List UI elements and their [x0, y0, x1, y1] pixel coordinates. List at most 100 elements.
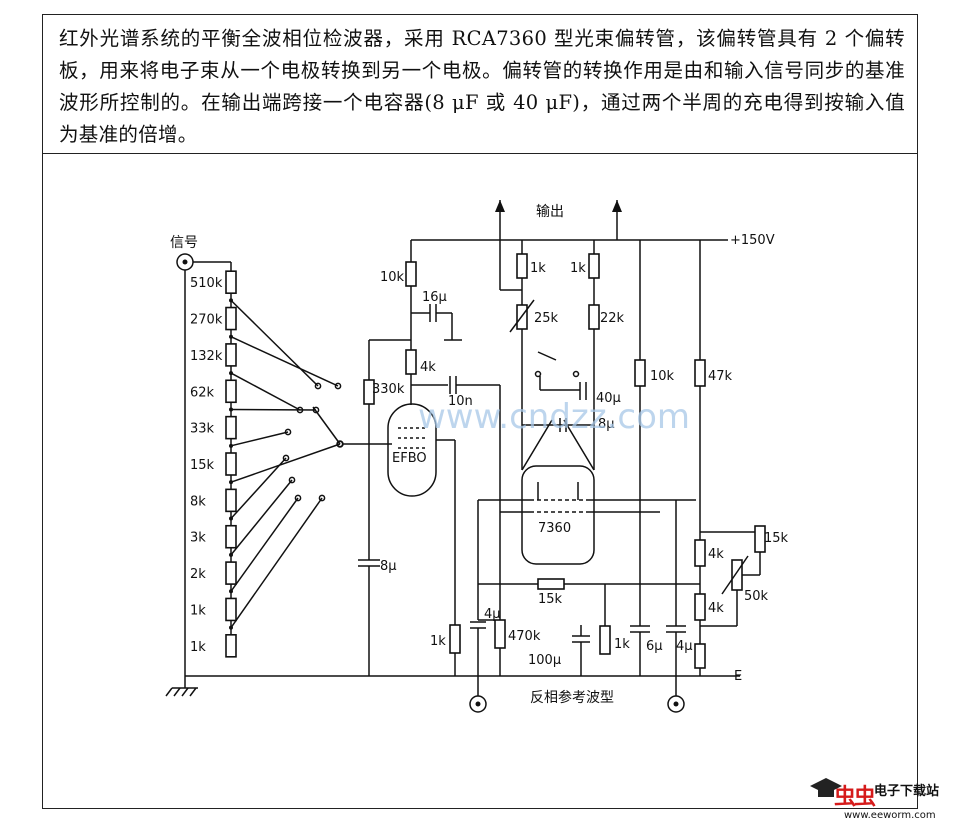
svg-text:10k: 10k: [650, 369, 675, 384]
ladder-node-4: [229, 407, 233, 412]
graduation-cap-icon: [810, 778, 842, 797]
svg-text:4μ: 4μ: [676, 639, 693, 654]
svg-text:8μ: 8μ: [598, 417, 615, 432]
resistor-15k-mid: [537, 578, 565, 590]
ladder-label-8: 3k: [190, 531, 206, 546]
resistor-4k-a: [694, 539, 706, 567]
ladder-node-1: [229, 298, 233, 303]
logo-brand: 虫虫: [834, 785, 876, 810]
ladder-resistor-1: [225, 270, 237, 294]
switch-contact-8: [288, 476, 296, 484]
signal-input-jack-pin: [182, 259, 188, 265]
input-ladder: 510k 270k 132k 62k 33k 15k 8k 3k 2k 1k 1k 信号: [165, 235, 740, 697]
svg-text:47k: 47k: [708, 369, 733, 384]
ref-wave-label: 反相参考波型: [530, 689, 614, 706]
ladder-node-5: [229, 443, 233, 448]
logo-site-name: 电子下载站: [874, 784, 940, 799]
watermark: www.cndzz.com: [418, 397, 690, 437]
ladder-node-3: [229, 371, 233, 376]
pot-50k: [731, 559, 743, 591]
ladder-resistor-6: [225, 452, 237, 476]
svg-text:1k: 1k: [570, 261, 586, 276]
ladder-label-9: 2k: [190, 567, 206, 582]
resistor-47k: [694, 359, 706, 387]
ladder-tap-7: [230, 457, 287, 520]
ladder-label-2: 270k: [190, 313, 223, 328]
switch-contact-2: [334, 382, 342, 390]
ladder-label-4: 62k: [190, 385, 215, 400]
svg-text:6μ: 6μ: [646, 639, 663, 654]
range-switch: [282, 382, 392, 502]
svg-text:1k: 1k: [430, 634, 446, 649]
tube-7360-label: 7360: [538, 521, 571, 536]
switch-contact-10: [318, 494, 326, 502]
supply-label: +150V: [730, 233, 775, 248]
switch-contact-3: [296, 406, 304, 414]
ladder-label-6: 15k: [190, 458, 215, 473]
svg-text:4μ: 4μ: [484, 607, 501, 622]
tube-7360-stage: 输出 +150V 1k 25k 1k 22k 40μ 8μ: [469, 200, 789, 713]
ladder-resistor-7: [225, 488, 237, 513]
ladder-tap-6: [230, 443, 341, 483]
description-box: 红外光谱系统的平衡全波相位检波器，采用 RCA7360 型光束偏转管，该偏转管具…: [42, 14, 918, 154]
svg-text:4k: 4k: [708, 547, 724, 562]
tube-efbo: [387, 403, 437, 497]
resistor-22k: [588, 304, 600, 330]
ladder-tap-5: [230, 431, 289, 447]
svg-text:1k: 1k: [530, 261, 546, 276]
ladder-tap-8: [230, 479, 293, 556]
signal-label: 信号: [170, 235, 198, 251]
svg-text:50k: 50k: [744, 589, 769, 604]
ladder-label-3: 132k: [190, 349, 223, 364]
switch-contact-5: [284, 428, 292, 436]
switch-arm: [312, 406, 341, 445]
svg-text:22k: 22k: [600, 311, 625, 326]
logo-url: www.eeworm.com: [844, 810, 936, 821]
ladder-resistor-10: [225, 597, 237, 622]
ground-e-label: E: [734, 669, 742, 684]
ladder-tap-1: [230, 299, 319, 387]
tube-efbo-label: EFBO: [392, 451, 427, 466]
resistor-1k-bottom-1: [449, 624, 461, 654]
ladder-resistor-4: [225, 379, 237, 404]
ladder-node-2: [229, 334, 233, 339]
ladder-resistor-8: [225, 524, 237, 549]
ladder-label-5: 33k: [190, 422, 215, 437]
ladder-resistor-2: [225, 306, 237, 331]
ref-input-jack-right: [667, 695, 685, 713]
ladder-node-7: [229, 516, 233, 521]
ladder-label-7: 8k: [190, 494, 206, 509]
resistor-10k-right: [634, 359, 646, 387]
ladder-resistor-11: [225, 634, 237, 658]
resistor-bottom-right: [694, 643, 706, 669]
efbo-stage: 10k 16μ 4k 10n 330k 8μ EFBO 1k: [358, 239, 728, 676]
svg-text:25k: 25k: [534, 311, 559, 326]
ladder-label-11: 1k: [190, 640, 206, 655]
svg-text:15k: 15k: [764, 531, 789, 546]
ladder-label-10: 1k: [190, 603, 206, 618]
ladder-resistor-5: [225, 415, 237, 440]
resistor-4k-b: [694, 593, 706, 621]
resistor-4k: [405, 349, 417, 375]
output-label: 输出: [536, 204, 564, 220]
svg-text:4k: 4k: [708, 601, 724, 616]
ladder-node-10: [229, 625, 233, 630]
switch-contact-9: [294, 494, 302, 502]
cap-select-switch: [537, 351, 557, 361]
svg-text:40μ: 40μ: [596, 391, 621, 406]
tube-7360: [521, 465, 595, 565]
switch-contact-4: [312, 406, 320, 414]
ladder-node-8: [229, 552, 233, 557]
ladder-tap-9: [230, 497, 299, 592]
svg-text:100μ: 100μ: [528, 653, 561, 668]
switch-contact-1: [314, 382, 322, 390]
svg-text:8μ: 8μ: [380, 559, 397, 574]
resistor-1k-out-2: [588, 253, 600, 279]
ladder-tap-10: [230, 497, 323, 629]
resistor-10k-top: [405, 261, 417, 287]
ladder-label-1: 510k: [190, 276, 223, 291]
eeworm-logo: 虫虫 电子下载站 www.eeworm.com: [808, 776, 958, 834]
ladder-resistor-9: [225, 561, 237, 585]
svg-text:16μ: 16μ: [422, 290, 447, 305]
svg-text:10n: 10n: [448, 394, 473, 409]
